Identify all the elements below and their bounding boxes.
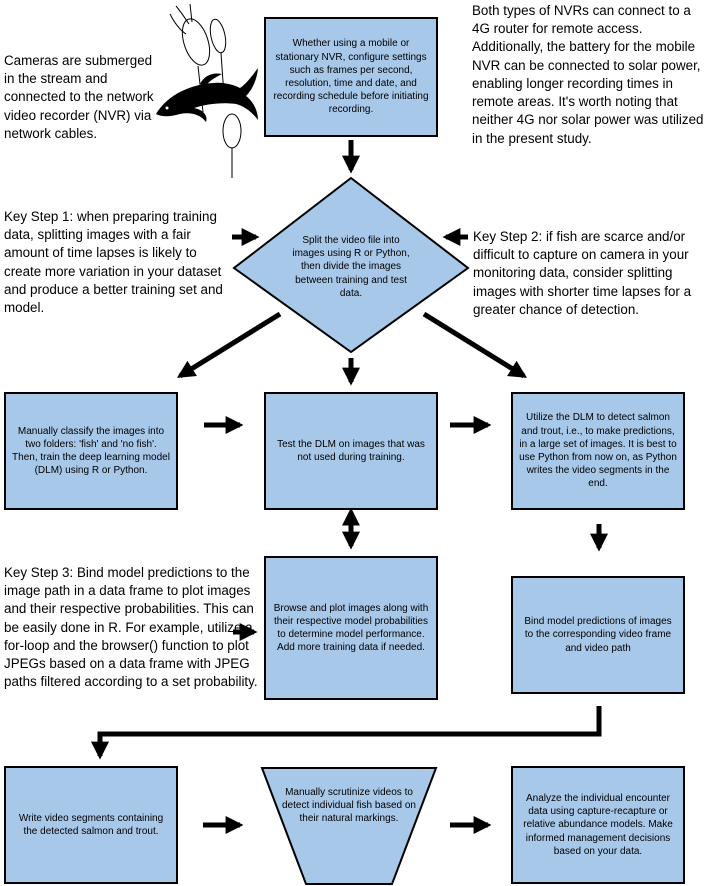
fish-icon [156, 68, 258, 122]
step-test-dlm: Test the DLM on images that was not used… [264, 392, 438, 510]
arrow-bind-to-write [91, 706, 602, 760]
step-configure-nvr: Whether using a mobile or stationary NVR… [264, 17, 438, 137]
note-key-step-3: Key Step 3: Bind model predictions to th… [4, 565, 258, 690]
step-analyze: Analyze the individual encounter data us… [511, 766, 685, 884]
step-utilize-dlm-label: Utilize the DLM to detect salmon and tro… [519, 412, 677, 490]
step-analyze-label: Analyze the individual encounter data us… [523, 793, 673, 857]
arrow-split-to-utilize [422, 311, 528, 379]
step-write-segments: Write video segments containing the dete… [4, 766, 178, 884]
note-key-step-1: Key Step 1: when preparing training data… [4, 209, 223, 316]
step-split-video-diamond [232, 176, 470, 354]
step-browse-plot-label: Browse and plot images along with their … [273, 602, 429, 654]
step-classify-train: Manually classify the images into two fo… [4, 392, 178, 510]
step-write-segments-label: Write video segments containing the dete… [18, 812, 164, 837]
step-utilize-dlm: Utilize the DLM to detect salmon and tro… [511, 392, 685, 510]
step-bind-predictions-label: Bind model predictions of images to the … [524, 616, 672, 654]
step-split-video-label: Split the video file into images using R… [292, 235, 410, 299]
step-bind-predictions: Bind model predictions of images to the … [511, 576, 685, 694]
step-scrutinize-trapezoid [260, 767, 438, 885]
step-scrutinize-label: Manually scrutinize videos to detect ind… [282, 787, 416, 825]
arrow-split-to-classify [176, 311, 282, 379]
note-key-step-2: Key Step 2: if fish are scarce and/or di… [473, 229, 692, 317]
step-test-dlm-label: Test the DLM on images that was not used… [277, 438, 425, 463]
step-configure-nvr-label: Whether using a mobile or stationary NVR… [273, 38, 429, 116]
step-classify-train-label: Manually classify the images into two fo… [12, 425, 170, 477]
note-nvr-4g: Both types of NVRs can connect to a 4G r… [472, 3, 704, 146]
note-cameras: Cameras are submerged in the stream and … [4, 53, 154, 141]
step-browse-plot: Browse and plot images along with their … [264, 556, 438, 700]
